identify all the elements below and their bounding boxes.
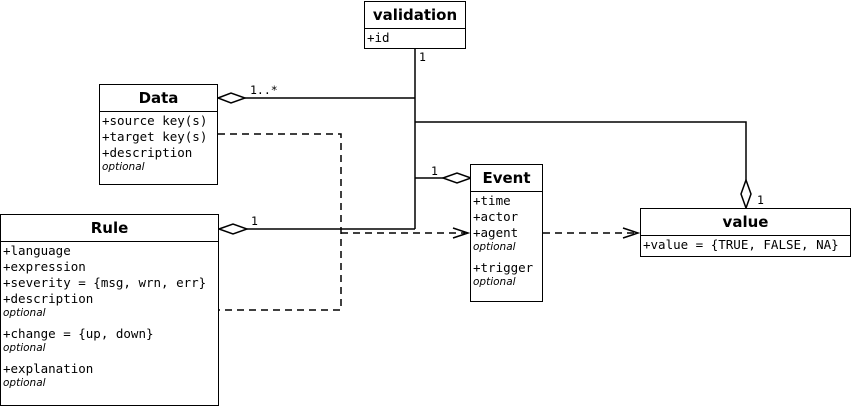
class-attribute: +actor xyxy=(473,209,519,224)
class-title: value xyxy=(641,209,850,236)
event-class[interactable]: Event +time +actor +agent optional +trig… xyxy=(470,164,543,302)
attribute-note: optional xyxy=(3,342,46,354)
attribute-note: optional xyxy=(3,307,46,319)
class-title: Event xyxy=(471,165,542,192)
class-attribute: +trigger xyxy=(473,260,534,275)
class-attribute: +target key(s) xyxy=(102,129,208,144)
rule-aggregation-diamond xyxy=(216,223,250,235)
class-title: Rule xyxy=(1,215,218,242)
rule-class[interactable]: Rule +language +expression +severity = {… xyxy=(0,214,219,406)
class-attribute: +language xyxy=(3,243,71,258)
class-attribute: +source key(s) xyxy=(102,113,208,128)
class-attribute: +id xyxy=(367,30,390,45)
value-aggregation-line xyxy=(415,121,747,180)
data-multiplicity: 1..* xyxy=(250,83,278,97)
attribute-note: optional xyxy=(473,276,516,288)
event-arrowhead xyxy=(452,227,471,239)
class-title: validation xyxy=(365,2,465,29)
value-class[interactable]: value +value = {TRUE, FALSE, NA} xyxy=(640,208,851,257)
data-dependency-line xyxy=(218,133,342,311)
attribute-note: optional xyxy=(102,161,145,173)
data-class[interactable]: Data +source key(s) +target key(s) +desc… xyxy=(99,84,218,185)
class-attribute: +description xyxy=(3,291,94,306)
value-arrowhead xyxy=(622,227,641,239)
event-aggregation-diamond xyxy=(440,172,474,184)
class-attribute: +severity = {msg, wrn, err} xyxy=(3,275,207,290)
class-attribute: +agent xyxy=(473,225,519,240)
value-aggregation-diamond xyxy=(740,177,752,211)
data-aggregation-diamond xyxy=(215,92,248,104)
validation-class[interactable]: validation +id xyxy=(364,1,466,49)
class-attribute: +explanation xyxy=(3,361,94,376)
class-title: Data xyxy=(100,85,217,112)
value-multiplicity: 1 xyxy=(757,193,764,207)
rule-multiplicity: 1 xyxy=(251,214,258,228)
attribute-note: optional xyxy=(473,241,516,253)
class-attribute: +value = {TRUE, FALSE, NA} xyxy=(643,237,839,252)
class-attribute: +time xyxy=(473,193,511,208)
validation-multiplicity: 1 xyxy=(419,50,426,64)
class-attribute: +change = {up, down} xyxy=(3,326,154,341)
class-attribute: +description xyxy=(102,145,193,160)
attribute-note: optional xyxy=(3,377,46,389)
class-attribute: +expression xyxy=(3,259,86,274)
event-multiplicity: 1 xyxy=(431,164,438,178)
